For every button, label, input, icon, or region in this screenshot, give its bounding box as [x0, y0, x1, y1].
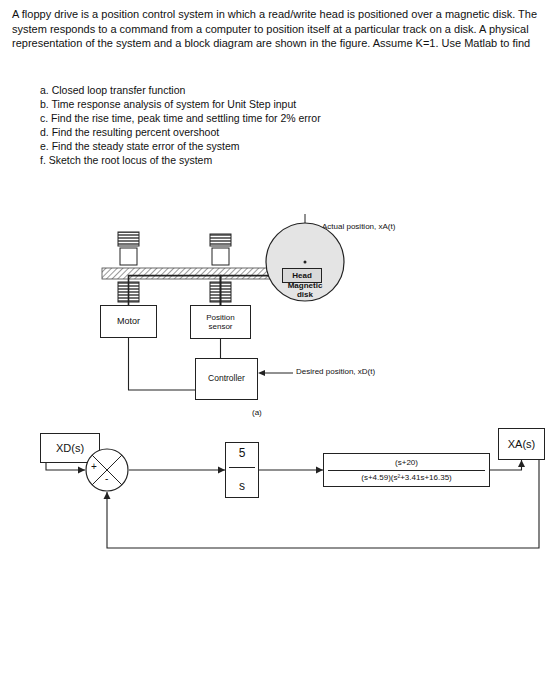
node-text: XA(s) — [508, 438, 536, 451]
arrowhead — [258, 370, 265, 376]
magnetic-disk: Magnetic disk — [265, 222, 345, 302]
signal-line — [129, 467, 225, 474]
node-text: (s+20) — [328, 458, 485, 470]
plant-box: (s+20) (s+4.59)(s²+3.41s+16.35) — [323, 453, 490, 487]
arrowhead — [518, 460, 525, 467]
control-wire — [129, 338, 196, 390]
arrowhead — [104, 492, 111, 499]
head-box: Head — [282, 268, 322, 283]
arrowhead — [316, 467, 323, 474]
summing-junction: +- — [85, 448, 129, 492]
node-text: Position sensor — [194, 313, 247, 331]
circle — [266, 223, 344, 301]
motor-box: Motor — [100, 305, 157, 338]
connector-line — [129, 469, 225, 470]
lead-screw-link — [129, 276, 221, 305]
signal-line — [46, 463, 85, 474]
node-text: (s+4.59)(s²+3.41s+16.35) — [361, 473, 452, 482]
task-item: b. Time response analysis of system for … — [40, 98, 520, 112]
node-text: Magnetic disk — [284, 281, 326, 299]
sensor-box: Position sensor — [190, 305, 251, 339]
actual-position-label: Actual position, xA(t) — [322, 222, 442, 232]
connector-line — [129, 338, 196, 390]
output-box: XA(s) — [498, 428, 545, 460]
task-item: f. Sketch the root locus of the system — [40, 154, 520, 168]
arrowhead — [78, 467, 85, 474]
signal-line — [490, 460, 525, 470]
spindle — [304, 261, 307, 264]
controller-box: Controller — [195, 358, 258, 400]
task-item: c. Find the rise time, peak time and set… — [40, 112, 520, 126]
figure-tag: (a) — [252, 408, 272, 418]
node-text: Motor — [117, 316, 140, 326]
task-item: a. Closed loop transfer function — [40, 84, 520, 98]
integrator-box: 5s — [225, 442, 259, 498]
sign-label: - — [104, 474, 109, 484]
problem-text: A floppy drive is a position control sys… — [12, 7, 552, 51]
sign-label: + — [90, 462, 98, 472]
circle — [86, 449, 128, 491]
node-text: 5 — [229, 447, 255, 468]
signal-line — [259, 467, 323, 474]
connector-line — [220, 339, 221, 358]
desired-position-label: Desired position, xD(t) — [296, 367, 416, 377]
arrowhead — [218, 467, 225, 474]
connector-line — [129, 276, 221, 305]
task-item: e. Find the steady state error of the sy… — [40, 140, 520, 154]
desired-arrow — [264, 373, 293, 374]
task-item: d. Find the resulting percent overshoot — [40, 126, 520, 140]
connector-line — [259, 469, 323, 470]
node-text: s — [239, 480, 245, 494]
node-text: XD(s) — [56, 442, 84, 455]
connector-line — [490, 460, 522, 470]
node-text: Controller — [208, 374, 245, 384]
node-text: Head — [292, 271, 312, 280]
control-wire — [220, 339, 221, 358]
